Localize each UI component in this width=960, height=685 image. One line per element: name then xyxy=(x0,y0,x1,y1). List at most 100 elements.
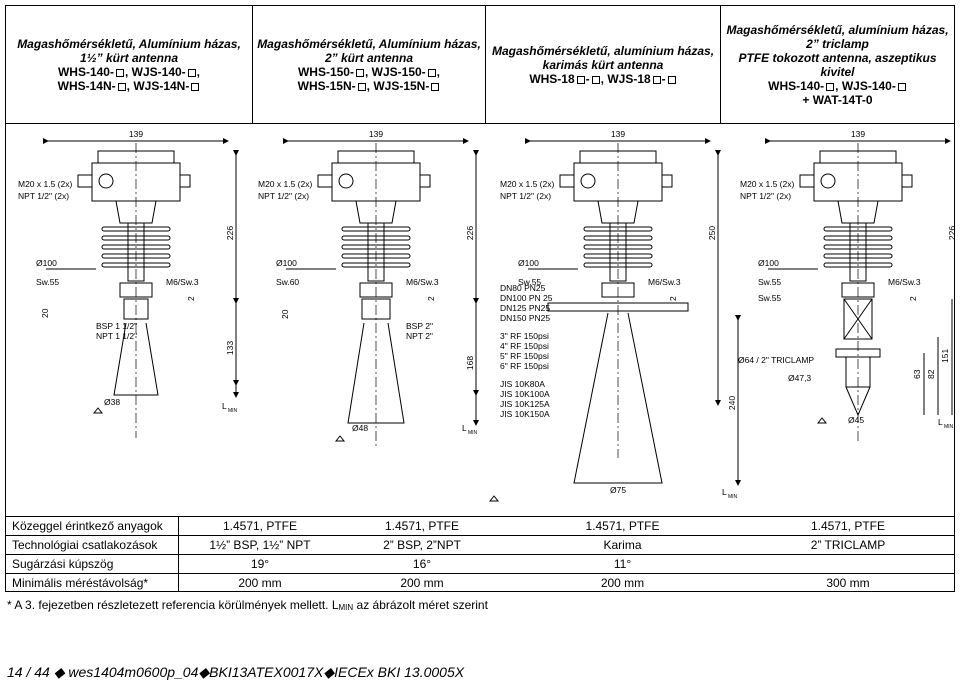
checkbox-square-icon xyxy=(897,82,906,91)
checkbox-square-icon xyxy=(357,82,366,91)
flange-spec: JIS 10K100A xyxy=(500,389,550,399)
table-cell: 1½” BSP, 1½” NPT xyxy=(178,535,341,555)
table-cell: 300 mm xyxy=(742,573,954,592)
table-cell xyxy=(742,554,954,574)
dimension-label: Sw.55 xyxy=(758,293,781,303)
flange-spec: JIS 10K150A xyxy=(500,409,550,419)
cooling-fin xyxy=(101,226,171,232)
thread-connection xyxy=(361,298,391,320)
cable-entry xyxy=(559,174,575,188)
header-1-title: Magashőmérsékletű, Alumínium házas, xyxy=(17,36,241,51)
cable-entry xyxy=(799,174,815,188)
header-2-title: Magashőmérsékletű, Alumínium házas, xyxy=(257,36,481,51)
dimension-label: M6/Sw.3 xyxy=(166,277,199,287)
checkbox-square-icon xyxy=(576,75,585,84)
cable-entry xyxy=(317,174,333,188)
footnote: * A 3. fejezetben részletezett referenci… xyxy=(7,598,488,612)
ptfe-tip xyxy=(845,386,871,417)
cooling-fin xyxy=(101,244,171,250)
dimension-label: L xyxy=(462,423,467,433)
header-1-model-1: WHS-140-, WJS-140-, xyxy=(57,64,201,79)
dimension-label: L xyxy=(222,401,227,411)
dimension-label: Ø100 xyxy=(518,258,539,268)
checkbox-square-icon xyxy=(187,68,196,77)
table-row: Sugárzási kúpszög 19° 16° 11° xyxy=(6,554,954,574)
table-cell: 200 mm xyxy=(503,573,742,592)
cable-entry xyxy=(901,174,913,188)
reference-mark-icon xyxy=(488,495,500,502)
dimension-label: NPT 1/2" (2x) xyxy=(500,191,551,201)
dimension-label: M6/Sw.3 xyxy=(888,277,921,287)
checkbox-square-icon xyxy=(652,75,661,84)
table-cell: 2” BSP, 2”NPT xyxy=(341,535,503,555)
dimension-label: 139 xyxy=(851,129,865,139)
cooling-fin xyxy=(101,262,171,268)
table-cell: 19° xyxy=(178,554,341,574)
dimension-label: 2 xyxy=(186,296,196,301)
cooling-fin xyxy=(341,244,411,250)
checkbox-square-icon xyxy=(191,82,200,91)
footnote-text-1: * A 3. fejezetben részletezett referenci… xyxy=(7,598,339,612)
footnote-sub: MIN xyxy=(338,603,354,612)
cable-gland-icon xyxy=(338,173,354,189)
dimension-label: 139 xyxy=(611,129,625,139)
spec-table: Közeggel érintkező anyagok 1.4571, PTFE … xyxy=(6,516,954,592)
thread-connection xyxy=(123,298,149,320)
table-cell: 1.4571, PTFE xyxy=(503,516,742,536)
table-cell: 1.4571, PTFE xyxy=(341,516,503,536)
footnote-text-2: az ábrázolt méret szerint xyxy=(353,598,488,612)
page-footer: 14 / 44 ◆ wes1404m0600p_04◆BKI13ATEX0017… xyxy=(7,664,464,681)
dimension-label: MIN xyxy=(728,494,738,500)
header-4-model-2: + WAT-14T-0 xyxy=(802,92,873,107)
dimension-label: Ø48 xyxy=(352,423,368,433)
header-3-title: Magashőmérsékletű, alumínium házas, xyxy=(491,43,715,58)
dimension-label: 151 xyxy=(940,349,950,363)
dimension-label: Sw.55 xyxy=(36,277,59,287)
dimension-label: 82 xyxy=(926,369,936,379)
dimension-label: 139 xyxy=(129,129,143,139)
flange-spec: 4" RF 150psi xyxy=(500,341,549,351)
horn-antenna xyxy=(573,312,663,484)
header-3-model-1: WHS-18-, WJS-18- xyxy=(529,72,676,86)
table-cell: 200 mm xyxy=(178,573,341,592)
row-label: Közeggel érintkező anyagok xyxy=(6,516,179,536)
row-label: Technológiai csatlakozások xyxy=(6,535,179,555)
header-1-sub: 1½” kürt antenna xyxy=(79,50,179,65)
dimension-label: Sw.60 xyxy=(276,277,299,287)
cable-entry xyxy=(77,174,93,188)
cooling-fin xyxy=(583,226,653,232)
cooling-fin xyxy=(823,226,893,232)
dimension-label: Ø45 xyxy=(848,415,864,425)
header-divider xyxy=(6,123,954,124)
dimension-label: 2 xyxy=(908,296,918,301)
table-cell: 1.4571, PTFE xyxy=(742,516,954,536)
header-cell-1: Magashőmérsékletű, Alumínium házas, 1½” … xyxy=(6,6,253,123)
flange-spec: DN80 PN25 xyxy=(500,283,546,293)
dimension-label: Ø100 xyxy=(276,258,297,268)
header-4-sub: PTFE tokozott antenna, aszeptikus kivite… xyxy=(738,50,937,79)
checkbox-square-icon xyxy=(431,82,440,91)
cooling-fin xyxy=(583,244,653,250)
header-1-model-2: WHS-14N-, WJS-14N- xyxy=(58,79,201,93)
cooling-fin xyxy=(341,262,411,268)
cooling-fin xyxy=(583,262,653,268)
dimension-label: Ø38 xyxy=(104,397,120,407)
dimension-label: 133 xyxy=(225,341,235,355)
dimension-label: NPT 2" xyxy=(406,331,433,341)
diamond-icon: ◆ xyxy=(323,664,335,680)
header-4-title: Magashőmérsékletű, alumínium házas, 2” t… xyxy=(726,22,949,51)
dimension-label: 2 xyxy=(426,296,436,301)
checkbox-square-icon xyxy=(826,82,835,91)
table-row: Közeggel érintkező anyagok 1.4571, PTFE … xyxy=(6,516,954,536)
cable-gland-icon xyxy=(98,173,114,189)
header-cell-2: Magashőmérsékletű, Alumínium házas, 2” k… xyxy=(253,6,486,123)
table-cell: 200 mm xyxy=(341,573,503,592)
checkbox-square-icon xyxy=(591,75,600,84)
dimension-label: Sw.55 xyxy=(758,277,781,287)
table-cell: 16° xyxy=(341,554,503,574)
flange-spec: 6" RF 150psi xyxy=(500,361,549,371)
table-cell: Karima xyxy=(503,535,742,555)
flange-spec: JIS 10K125A xyxy=(500,399,550,409)
table-row: Technológiai csatlakozások 1½” BSP, 1½” … xyxy=(6,535,954,555)
